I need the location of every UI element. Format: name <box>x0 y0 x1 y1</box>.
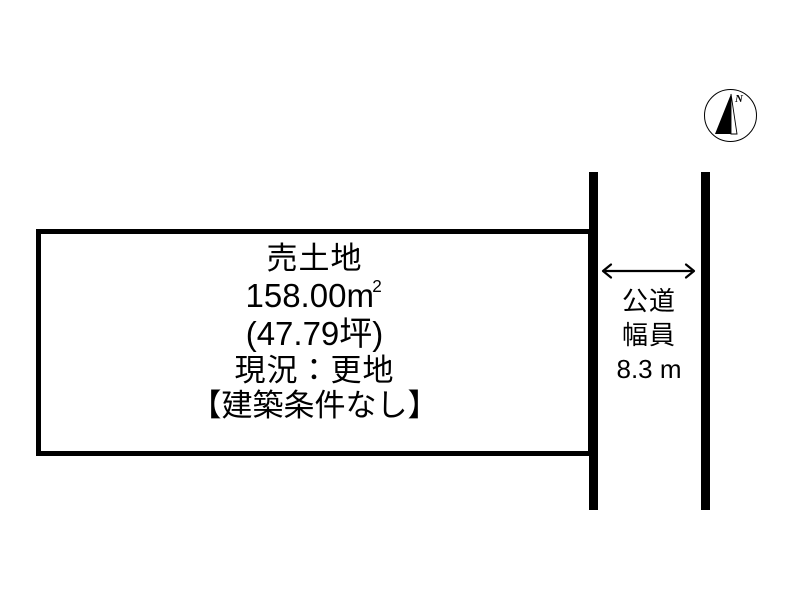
road-boundary-line-right <box>701 172 710 510</box>
road-boundary-line-left <box>589 172 598 510</box>
compass-north-icon: N <box>704 89 757 142</box>
road-label-line-1: 公道 <box>621 286 676 316</box>
compass-north-letter: N <box>734 93 744 105</box>
land-plot-rectangle <box>36 229 593 456</box>
road-width-label-group: 公道 幅員 8.3 m <box>598 285 700 386</box>
road-width-double-arrow-icon <box>601 263 696 279</box>
road-label-line-2: 幅員 <box>621 319 676 350</box>
road-width-measure-label: 8.3 m <box>616 353 682 384</box>
